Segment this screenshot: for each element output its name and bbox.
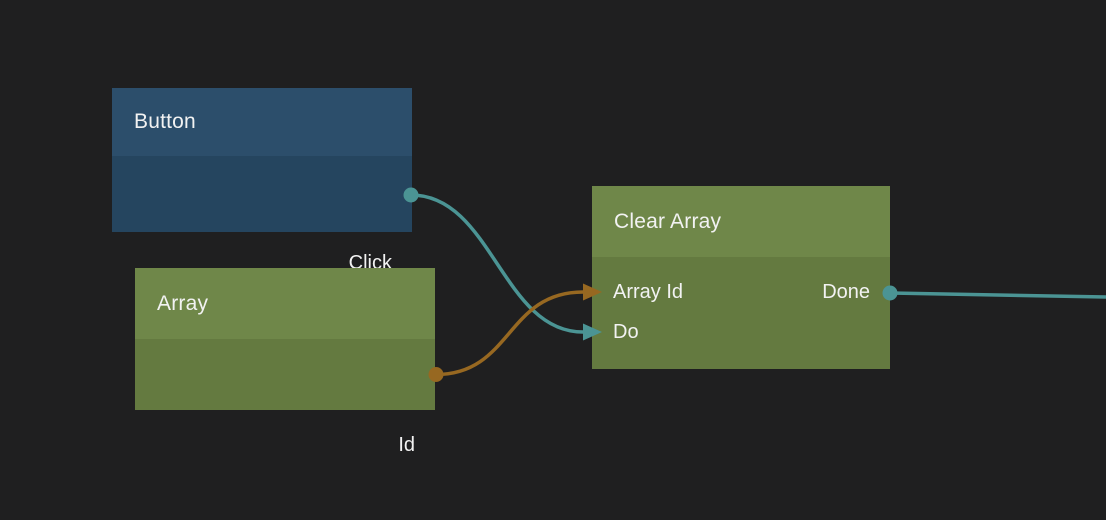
port-row-id: Id (135, 431, 435, 459)
node-array[interactable]: Array Id (135, 268, 435, 456)
node-array-body: Id (135, 339, 435, 456)
node-button-header[interactable]: Button (112, 88, 412, 156)
port-row-array-id-done: Array Id Done (592, 278, 890, 306)
port-row-do: Do (592, 318, 890, 346)
node-clear-array-header[interactable]: Clear Array (592, 186, 890, 257)
node-clear-array-body: Array Id Done Do (592, 257, 890, 369)
node-button-title: Button (134, 110, 196, 133)
node-clear-array[interactable]: Clear Array Array Id Done Do (592, 186, 890, 369)
node-button-body: Click (112, 156, 412, 274)
port-do-label: Do (613, 321, 639, 343)
node-clear-array-title: Clear Array (614, 209, 722, 233)
node-array-header[interactable]: Array (135, 268, 435, 339)
node-button[interactable]: Button Click (112, 88, 412, 274)
node-array-title: Array (157, 291, 209, 315)
wire-done-offscreen[interactable] (889, 291, 1106, 299)
port-id-label: Id (398, 434, 415, 456)
port-array-id-label: Array Id (613, 281, 684, 303)
port-done-label: Done (822, 281, 870, 303)
wire-click-to-do[interactable] (410, 193, 584, 334)
wire-id-to-array-id[interactable] (435, 290, 584, 377)
